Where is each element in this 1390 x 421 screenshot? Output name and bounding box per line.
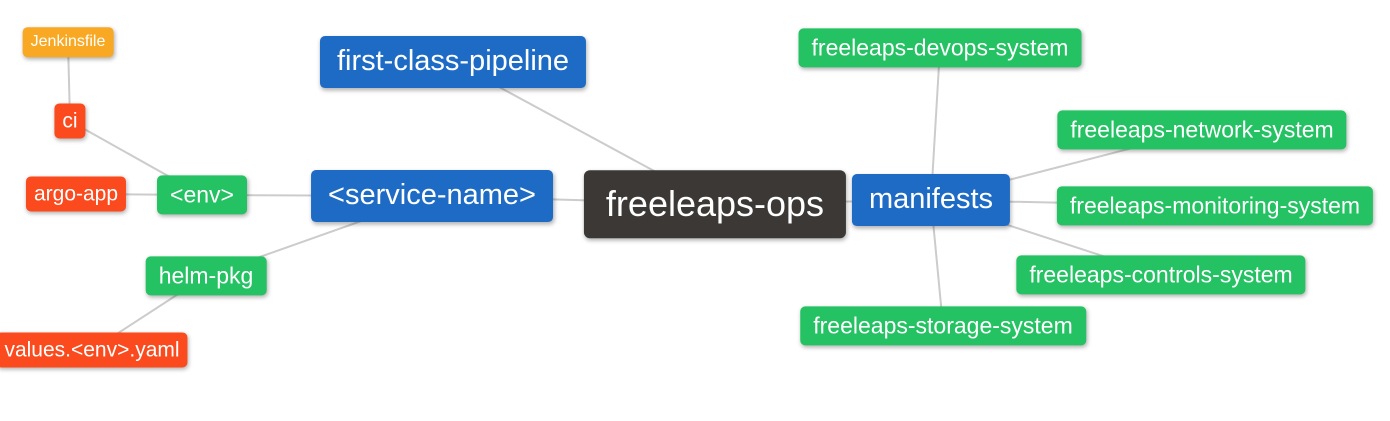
node-freeleaps-controls-system[interactable]: freeleaps-controls-system: [1016, 255, 1306, 295]
node-service-name[interactable]: <service-name>: [311, 170, 553, 222]
node-values-env-yaml[interactable]: values.<env>.yaml: [0, 332, 188, 368]
node-freeleaps-monitoring-system[interactable]: freeleaps-monitoring-system: [1056, 186, 1374, 226]
node-helm-pkg[interactable]: helm-pkg: [145, 256, 267, 296]
node-freeleaps-storage-system[interactable]: freeleaps-storage-system: [800, 306, 1086, 346]
node-env[interactable]: <env>: [157, 175, 247, 215]
node-ci[interactable]: ci: [54, 103, 86, 139]
node-argo-app[interactable]: argo-app: [25, 176, 127, 212]
node-freeleaps-devops-system[interactable]: freeleaps-devops-system: [798, 28, 1082, 68]
node-freeleaps-ops[interactable]: freeleaps-ops: [583, 170, 847, 238]
node-jenkinsfile[interactable]: Jenkinsfile: [22, 27, 114, 57]
node-manifests[interactable]: manifests: [851, 174, 1011, 226]
node-first-class-pipeline[interactable]: first-class-pipeline: [319, 36, 587, 88]
node-freeleaps-network-system[interactable]: freeleaps-network-system: [1057, 110, 1347, 150]
